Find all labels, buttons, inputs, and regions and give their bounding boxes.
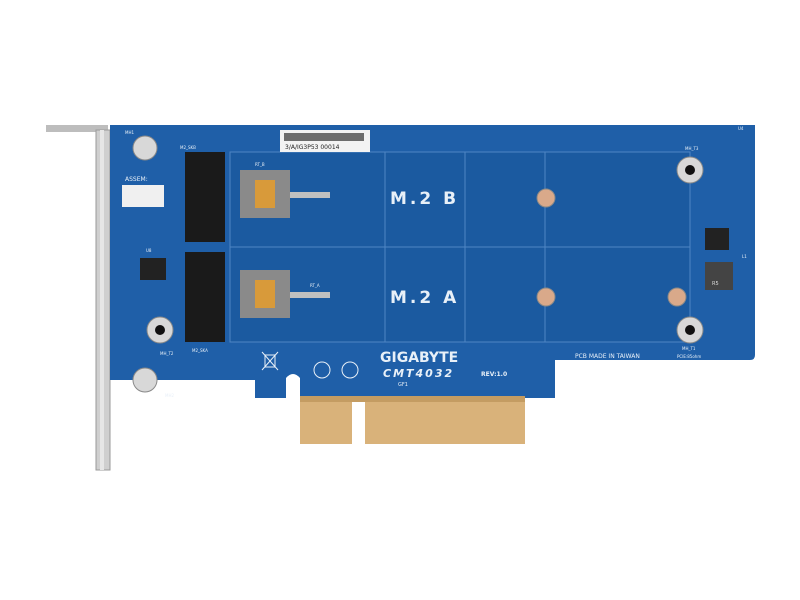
gold-fingers [300,396,525,444]
mh-t3-label: MH_T3 [685,146,699,151]
barcode-bars [284,133,364,141]
recycle-10-icon [341,361,359,379]
mh-t2-label: MH_T2 [160,351,174,356]
gf1-label: GF1 [398,382,408,388]
u4-label: U4 [738,126,744,131]
r5-label: R5 [712,281,719,287]
u8-label: U8 [146,248,152,253]
origin-text: PCB MADE IN TAIWAN [575,353,640,360]
rt-b-label: RT_B [255,162,265,167]
l1-label: L1 [742,254,747,259]
slot-b-label: M.2 B [390,189,459,209]
mounting-bracket [46,125,111,471]
weee-bin-icon [261,351,279,371]
m2-ska-label: M2_SKA [192,348,208,353]
model-name: CMT4032 [383,367,454,380]
barcode-text: 3/A/IG3P53 00014 [285,144,340,151]
slot-a-label: M.2 A [390,288,459,308]
standoff-holes [155,165,695,335]
assem-label: ASSEM: [125,176,148,183]
revision: REV:1.0 [481,371,507,378]
m2-skb-label: M2_SKB [180,145,196,150]
components [122,185,733,290]
mh-t1-label: MH_T1 [682,346,696,351]
pb-free-icon [313,361,331,379]
retainer-b [240,170,330,218]
rt-a-label: RT_A [310,283,320,288]
m2-socket-b [185,152,225,242]
retainer-a [240,270,330,318]
mh2-label: MH2 [165,393,174,398]
mh1-label: MH1 [125,130,134,135]
impedance-text: PCIE:85ohm [677,354,701,359]
m2-socket-a [185,252,225,342]
brand-logo: GIGABYTE [380,350,458,366]
